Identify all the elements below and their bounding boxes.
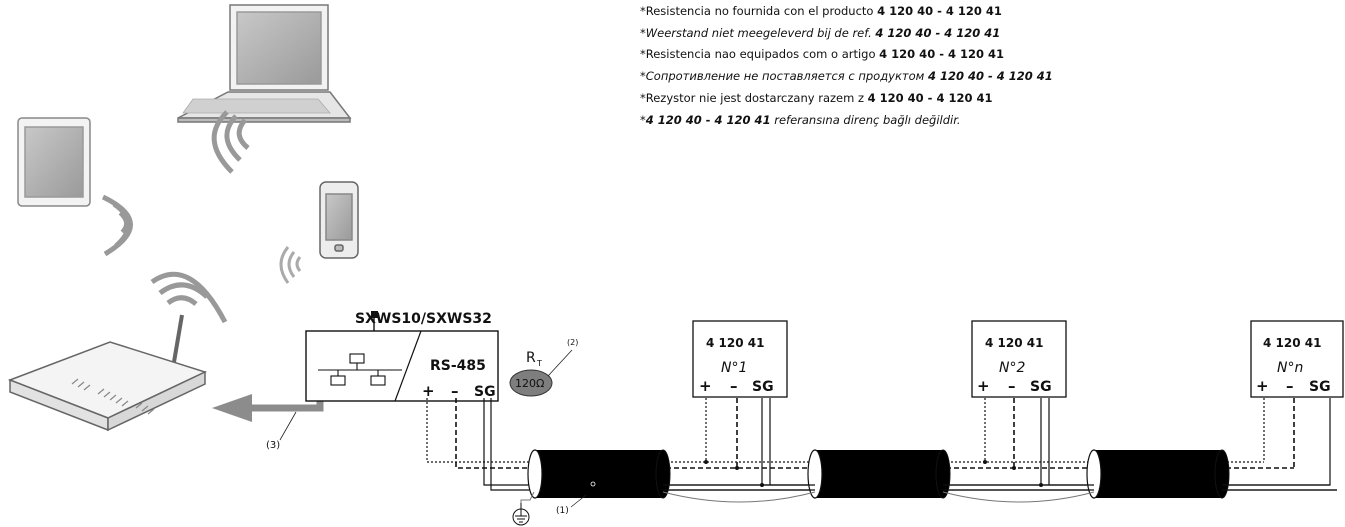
shielded-cable-1 bbox=[527, 449, 671, 499]
callout-link: (3) bbox=[266, 440, 280, 451]
callout-shield: (1) bbox=[556, 506, 569, 516]
note-nl: *Weerstand niet meegeleverd bij de ref. … bbox=[640, 26, 1000, 40]
note-part: 4 120 40 - 4 120 41 bbox=[927, 69, 1053, 83]
note-part: *Weerstand niet meegeleverd bij de ref. bbox=[640, 26, 875, 40]
meter-2-number: N°2 bbox=[999, 360, 1025, 376]
resistor-callout: (2) bbox=[567, 338, 578, 347]
wifi-waves-icon bbox=[101, 194, 133, 257]
note-part: 4 120 40 - 4 120 41 bbox=[874, 26, 1000, 40]
wifi-waves-icon bbox=[150, 271, 228, 324]
resistor-value: 120Ω bbox=[515, 377, 544, 390]
meter-1: 4 120 41 N°1 + – SG bbox=[692, 320, 788, 398]
note-part: *Resistencia nao equipados com o artigo bbox=[640, 47, 879, 61]
meter-1-ref: 4 120 41 bbox=[706, 336, 764, 350]
router-icon bbox=[7, 314, 208, 432]
meter-n-sg: SG bbox=[1309, 379, 1331, 395]
meter-n-minus: – bbox=[1286, 377, 1294, 395]
gateway-model-label: SXWS10/SXWS32 bbox=[355, 311, 492, 327]
note-part: 4 120 40 - 4 120 41 bbox=[645, 113, 771, 127]
gateway-terminal-minus: – bbox=[451, 382, 459, 400]
meter-n-ref: 4 120 41 bbox=[1263, 336, 1321, 350]
wifi-waves-icon bbox=[279, 246, 302, 284]
meter-2: 4 120 41 N°2 + – SG bbox=[971, 320, 1067, 398]
note-part: *Rezystor nie jest dostarczany razem z bbox=[640, 91, 868, 105]
note-part: *Resistencia no fournida con el producto bbox=[640, 4, 877, 18]
note-pt: *Resistencia nao equipados com o artigo … bbox=[640, 47, 1004, 61]
meter-2-sg: SG bbox=[1030, 379, 1052, 395]
note-tr: *4 120 40 - 4 120 41 referansına direnç … bbox=[640, 113, 961, 127]
shielded-cable-3 bbox=[1086, 449, 1230, 499]
meter-1-minus: – bbox=[730, 377, 738, 395]
meter-1-number: N°1 bbox=[721, 360, 747, 376]
note-part: 4 120 40 - 4 120 41 bbox=[877, 4, 1002, 18]
wifi-waves-icon bbox=[211, 110, 250, 174]
meter-2-minus: – bbox=[1008, 377, 1016, 395]
resistor-subscript: T bbox=[536, 359, 542, 368]
laptop-icon bbox=[177, 4, 352, 123]
note-part: 4 120 40 - 4 120 41 bbox=[879, 47, 1004, 61]
note-es: *Resistencia no fournida con el producto… bbox=[640, 4, 1002, 18]
termination-resistor: 120Ω R T (2) bbox=[509, 338, 578, 397]
ground-icon bbox=[512, 503, 530, 526]
note-part: *Сопротивление не поставляется с продукт… bbox=[640, 69, 928, 83]
gateway-terminal-sg: SG bbox=[474, 384, 496, 400]
note-part: referansına direnç bağlı değildir. bbox=[771, 113, 961, 127]
shielded-cable-2 bbox=[807, 449, 951, 499]
smartphone-icon bbox=[319, 181, 359, 259]
note-part: * bbox=[640, 113, 646, 127]
meter-n-number: N°n bbox=[1277, 360, 1303, 376]
note-part: 4 120 40 - 4 120 41 bbox=[868, 91, 993, 105]
link-arrow bbox=[212, 376, 324, 422]
note-ru: *Сопротивление не поставляется с продукт… bbox=[640, 69, 1053, 83]
tablet-icon bbox=[17, 117, 91, 207]
rs485-label: RS-485 bbox=[430, 358, 486, 374]
note-pl: *Rezystor nie jest dostarczany razem z 4… bbox=[640, 91, 992, 105]
meter-1-plus: + bbox=[699, 377, 712, 395]
meter-n-plus: + bbox=[1256, 377, 1269, 395]
notes-block: *Resistencia no fournida con el producto… bbox=[640, 4, 1053, 127]
meter-2-plus: + bbox=[977, 377, 990, 395]
meter-1-sg: SG bbox=[752, 379, 774, 395]
meter-n: 4 120 41 N°n + – SG bbox=[1250, 320, 1344, 398]
shield-drain bbox=[520, 491, 1095, 503]
network-icon bbox=[318, 353, 402, 386]
gateway-terminal-plus: + bbox=[422, 382, 435, 400]
resistor-symbol: R bbox=[526, 350, 536, 366]
meter-2-ref: 4 120 41 bbox=[985, 336, 1043, 350]
gateway-box bbox=[305, 311, 499, 402]
